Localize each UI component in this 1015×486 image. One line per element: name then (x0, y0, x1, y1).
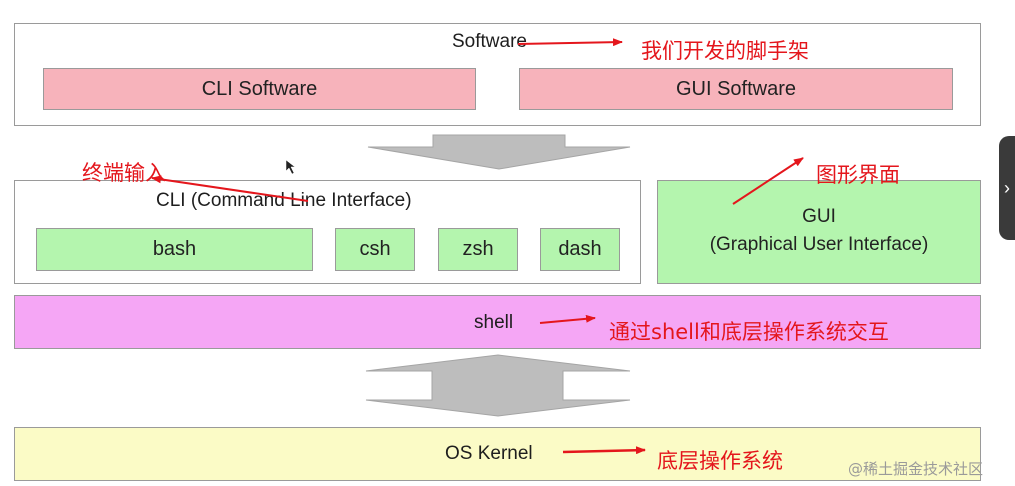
software-layer (14, 23, 981, 126)
cli-annotation-arrow (151, 175, 309, 202)
bidirectional-flow-arrow (365, 354, 631, 417)
bash-box: bash (36, 228, 313, 271)
shell-annotation: 通过shell和底层操作系统交互 (609, 320, 889, 344)
cli-layer (14, 180, 641, 284)
cli-software-box: CLI Software (43, 68, 476, 110)
bash-label: bash (152, 238, 197, 260)
gui-subtitle: (Graphical User Interface) (709, 234, 929, 255)
software-annotation-arrow (517, 38, 623, 47)
mouse-cursor-icon (285, 159, 296, 175)
shell-band (14, 295, 981, 349)
gui-software-label: GUI Software (675, 77, 797, 100)
kernel-label: OS Kernel (445, 443, 533, 464)
zsh-box: zsh (438, 228, 518, 271)
side-panel-tab[interactable]: › (999, 136, 1015, 240)
software-title: Software (452, 31, 527, 52)
cli-title: CLI (Command Line Interface) (156, 190, 412, 211)
gui-annotation: 图形界面 (816, 163, 900, 187)
down-flow-arrow (367, 134, 631, 170)
zsh-label: zsh (462, 238, 494, 260)
gui-box: GUI (Graphical User Interface) (657, 180, 981, 284)
csh-label: csh (359, 238, 391, 260)
gui-annotation-arrow (732, 157, 804, 205)
gui-software-box: GUI Software (519, 68, 953, 110)
kernel-annotation-arrow (562, 446, 646, 455)
cli-software-label: CLI Software (201, 77, 318, 100)
chevron-right-icon: › (1004, 177, 1010, 198)
kernel-band (14, 427, 981, 481)
kernel-annotation: 底层操作系统 (657, 449, 783, 473)
cli-annotation: 终端输入 (82, 161, 166, 185)
dash-box: dash (540, 228, 620, 271)
shell-annotation-arrow (539, 314, 596, 324)
watermark: @稀土掘金技术社区 (848, 460, 984, 478)
csh-box: csh (335, 228, 415, 271)
shell-label: shell (474, 312, 514, 333)
software-annotation: 我们开发的脚手架 (641, 39, 809, 63)
gui-title: GUI (802, 206, 836, 227)
dash-label: dash (558, 238, 602, 260)
